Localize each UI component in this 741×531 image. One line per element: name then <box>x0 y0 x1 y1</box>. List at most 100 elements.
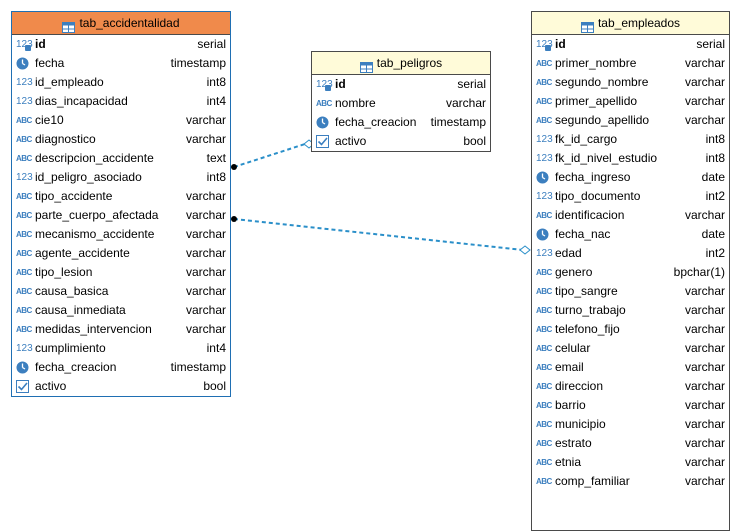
column-type: varchar <box>185 208 226 222</box>
text-icon: ABC <box>536 382 552 391</box>
column-name: fecha_ingreso <box>555 170 631 184</box>
column-name: barrio <box>555 398 586 412</box>
column-name: diagnostico <box>35 132 96 146</box>
column-row[interactable]: 123idserial <box>532 35 729 54</box>
column-name: parte_cuerpo_afectada <box>35 208 159 222</box>
table-header[interactable]: tab_peligros <box>312 52 490 75</box>
text-icon: ABC <box>536 458 552 467</box>
number-icon: 123 <box>536 248 553 259</box>
table-header[interactable]: tab_empleados <box>532 12 729 35</box>
table-tab-peligros[interactable]: tab_peligros 123idserialABCnombrevarchar… <box>311 51 491 152</box>
column-type: varchar <box>684 398 725 412</box>
table-tab-accidentalidad[interactable]: tab_accidentalidad 123idserialfechatimes… <box>11 11 231 397</box>
table-header[interactable]: tab_accidentalidad <box>12 12 230 35</box>
column-type: varchar <box>684 360 725 374</box>
checkbox-icon <box>16 380 32 393</box>
relation-target-diamond <box>519 245 531 255</box>
column-name: fecha_nac <box>555 227 611 241</box>
column-type: timestamp <box>170 56 226 70</box>
table-tab-empleados[interactable]: tab_empleados 123idserialABCprimer_nombr… <box>531 11 730 531</box>
clock-icon <box>16 361 32 374</box>
text-icon: ABC <box>16 192 32 201</box>
column-type: varchar <box>185 284 226 298</box>
table-title: tab_peligros <box>376 56 443 70</box>
column-row[interactable]: 123idserial <box>312 75 490 94</box>
column-type: text <box>206 151 226 165</box>
table-title: tab_accidentalidad <box>79 16 180 30</box>
number-icon: 123 <box>536 134 553 145</box>
column-name: direccion <box>555 379 604 393</box>
clock-icon <box>316 116 332 129</box>
relation-accidentalidad-empleados[interactable] <box>231 216 531 255</box>
text-icon: ABC <box>16 306 32 315</box>
column-row[interactable]: 123idserial <box>12 35 230 54</box>
column-type: int8 <box>705 132 725 146</box>
column-name: edad <box>555 246 582 260</box>
column-type: varchar <box>684 417 725 431</box>
column-type: serial <box>696 37 725 51</box>
column-name: identificacion <box>555 208 625 222</box>
column-type: varchar <box>684 94 725 108</box>
column-type: varchar <box>684 284 725 298</box>
text-icon: ABC <box>16 135 32 144</box>
column-name: segundo_apellido <box>555 113 650 127</box>
text-icon: ABC <box>16 287 32 296</box>
text-icon: ABC <box>16 116 32 125</box>
column-type: varchar <box>185 227 226 241</box>
column-name: comp_familiar <box>555 474 630 488</box>
relation-accidentalidad-peligros[interactable] <box>231 139 315 170</box>
column-type: timestamp <box>430 115 486 129</box>
column-type: varchar <box>684 75 725 89</box>
text-icon: ABC <box>536 325 552 334</box>
text-icon: ABC <box>536 306 552 315</box>
column-name: celular <box>555 341 591 355</box>
column-name: telefono_fijo <box>555 322 620 336</box>
column-name: tipo_accidente <box>35 189 113 203</box>
